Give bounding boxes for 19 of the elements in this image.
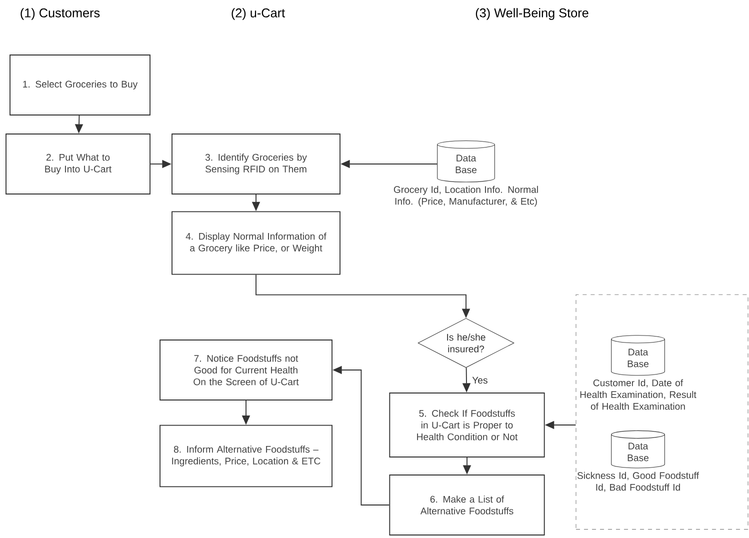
database-caption: Sickness Id, Good Foodstuff Id, Bad Foodstuff Id xyxy=(577,472,700,492)
process-box: 5. Check If Foodstuffs in U-Cart is Proper to Health Condition or Not xyxy=(389,392,545,458)
database-cylinder: Data Base xyxy=(611,335,665,376)
process-box: 2. Put What to Buy Into U-Cart xyxy=(6,134,150,194)
column-heading: (3) Well-Being Store xyxy=(476,8,588,20)
process-box: 4. Display Normal Information of a Grocery like Price, or Weight xyxy=(172,211,340,275)
database-cylinder: Data Base xyxy=(611,430,665,468)
process-box: 1. Select Groceries to Buy xyxy=(10,54,150,116)
database-caption: Customer Id, Date of Health Examination, Result of Health Examination xyxy=(580,379,696,410)
process-box: 7. Notice Foodstuffs not Good for Current Health On the Screen of U-Cart xyxy=(160,340,332,400)
column-heading: (2) u-Cart xyxy=(232,8,285,20)
database-caption: Grocery Id, Location Info. Normal Info. (Price, Manufacturer, & Etc) xyxy=(394,186,538,207)
process-box: 3. Identify Groceries by Sensing RFID on Them xyxy=(172,134,340,194)
edge-label: Yes xyxy=(472,376,488,384)
column-heading: (1) Customers xyxy=(20,8,100,20)
dashed-group xyxy=(576,294,748,530)
database-cylinder: Data Base xyxy=(437,140,495,182)
process-box: 8. Inform Alternative Foodstuffs – Ingredients, Price, Location & ETC xyxy=(160,424,332,488)
process-box: 6. Make a List of Alternative Foodstuffs xyxy=(389,474,545,536)
